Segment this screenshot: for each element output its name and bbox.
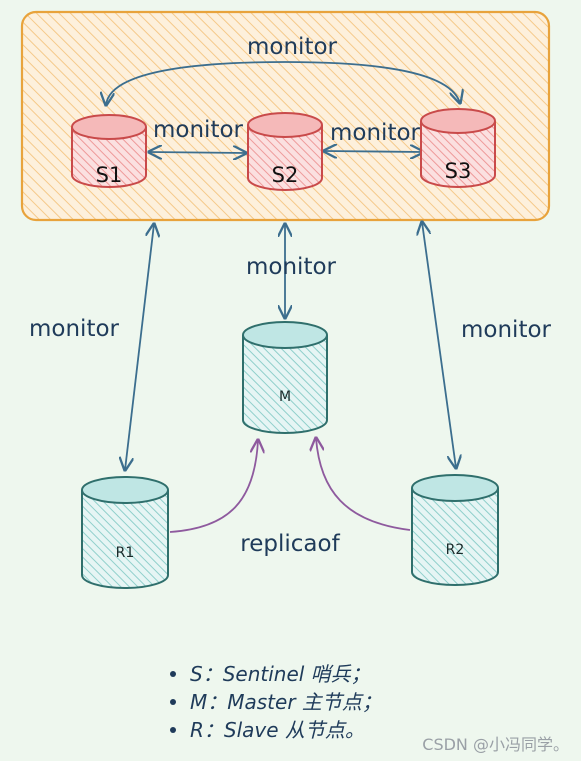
- monitor-label-s2-s3: monitor: [330, 120, 421, 146]
- replicaof-label: replicaof: [240, 531, 340, 557]
- monitor-label-s2-m: monitor: [246, 254, 337, 280]
- sentinel-node-s3: S3: [420, 108, 496, 188]
- bullet-icon: [170, 727, 176, 733]
- legend-item-master: M：Master 主节点；: [170, 688, 382, 716]
- legend-text-master: M：Master 主节点；: [190, 690, 382, 714]
- bullet-icon: [170, 699, 176, 705]
- node-label-s3: S3: [445, 159, 472, 183]
- bullet-icon: [170, 671, 176, 677]
- monitor-label-left: monitor: [29, 316, 120, 342]
- node-label-r2: R2: [446, 542, 465, 558]
- monitor-arrow-s1-s2: [149, 152, 246, 153]
- monitor-arrow-s3-r2: [422, 222, 456, 468]
- node-label-s1: S1: [96, 163, 123, 187]
- legend: S：Sentinel 哨兵； M：Master 主节点； R：Slave 从节点…: [170, 660, 382, 744]
- replica-node-r2: R2: [411, 474, 499, 586]
- replicaof-arrow-r2-m: [316, 438, 411, 531]
- node-label-m: M: [279, 389, 291, 405]
- sentinel-node-s1: S1: [71, 114, 147, 188]
- sentinel-node-s2: S2: [247, 112, 323, 191]
- node-label-s2: S2: [272, 163, 299, 187]
- legend-text-slave: R：Slave 从节点。: [190, 718, 365, 742]
- monitor-arrow-s2-s3: [324, 151, 423, 152]
- master-node-m: M: [242, 321, 328, 434]
- monitor-label-right: monitor: [461, 317, 552, 343]
- node-label-r1: R1: [116, 545, 135, 561]
- legend-text-sentinel: S：Sentinel 哨兵；: [190, 662, 371, 686]
- monitor-label-s1-s2: monitor: [153, 117, 244, 143]
- monitor-label-top: monitor: [247, 34, 338, 60]
- legend-item-sentinel: S：Sentinel 哨兵；: [170, 660, 382, 688]
- replicaof-arrow-r1-m: [169, 440, 258, 533]
- replica-node-r1: R1: [81, 476, 169, 589]
- legend-item-slave: R：Slave 从节点。: [170, 716, 382, 744]
- watermark: CSDN @小冯同学。: [422, 735, 569, 754]
- monitor-arrow-s1-s3: [106, 61, 460, 105]
- monitor-arrow-s1-r1: [125, 224, 154, 470]
